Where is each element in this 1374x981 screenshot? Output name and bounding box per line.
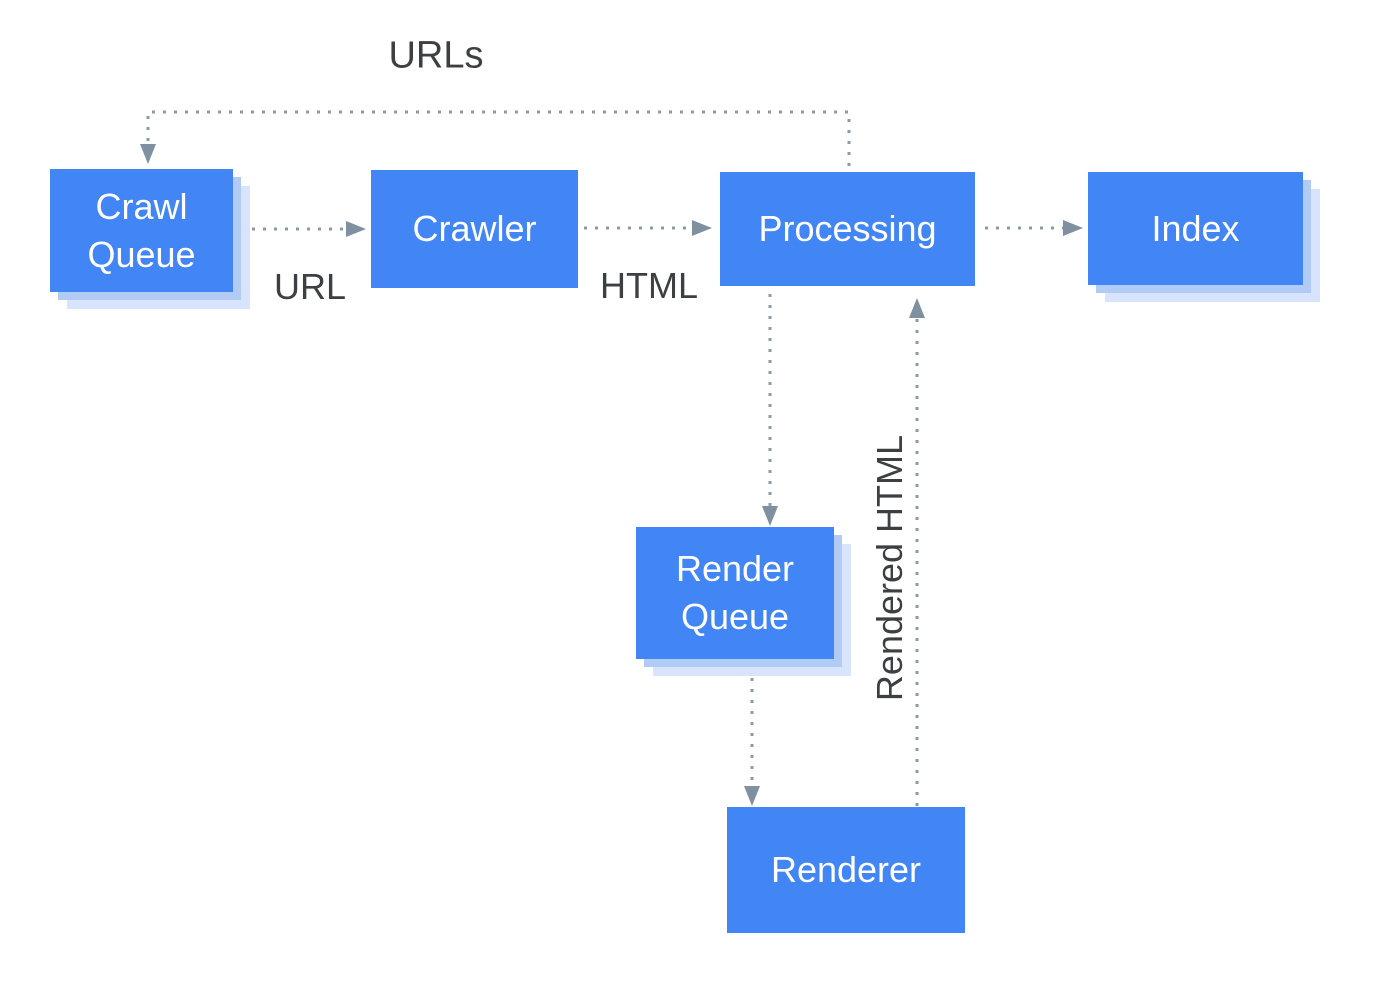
- edge-label-urls: URLs: [388, 34, 484, 77]
- node-render-queue: Render Queue: [636, 527, 834, 659]
- node-crawl-queue-label: Crawl Queue: [87, 185, 196, 275]
- edge-renderer-to-processing: [909, 298, 925, 806]
- arrowhead-down-icon: [744, 786, 760, 806]
- edge-label-rendered-html: Rendered HTML: [869, 434, 910, 702]
- node-renderer: Renderer: [727, 807, 965, 933]
- arrowhead-down-icon: [762, 506, 778, 526]
- node-render-queue-label: Render Queue: [675, 548, 795, 637]
- edge-render-queue-to-renderer: [744, 678, 760, 806]
- node-index: Index: [1088, 172, 1303, 285]
- arrowhead-down-icon: [140, 144, 156, 164]
- edge-processing-to-index: [985, 220, 1083, 236]
- node-crawl-queue: Crawl Queue: [50, 169, 233, 292]
- edge-crawl-queue-to-crawler: [252, 221, 366, 237]
- edge-label-html: HTML: [600, 265, 698, 306]
- node-crawler: Crawler: [371, 170, 578, 288]
- edge-label-url: URL: [273, 266, 347, 307]
- node-renderer-label: Renderer: [770, 849, 922, 891]
- arrowhead-right-icon: [346, 221, 366, 237]
- edge-processing-to-render-queue: [762, 294, 778, 526]
- arrowhead-right-icon: [1063, 220, 1083, 236]
- arrowhead-up-icon: [909, 298, 925, 318]
- node-crawler-label: Crawler: [412, 208, 537, 250]
- arrowhead-right-icon: [692, 220, 712, 236]
- node-processing-label: Processing: [758, 208, 937, 250]
- node-index-label: Index: [1151, 207, 1240, 249]
- node-processing: Processing: [720, 172, 975, 286]
- edge-processing-to-crawl-queue: [140, 110, 851, 166]
- edge-crawler-to-processing: [584, 220, 712, 236]
